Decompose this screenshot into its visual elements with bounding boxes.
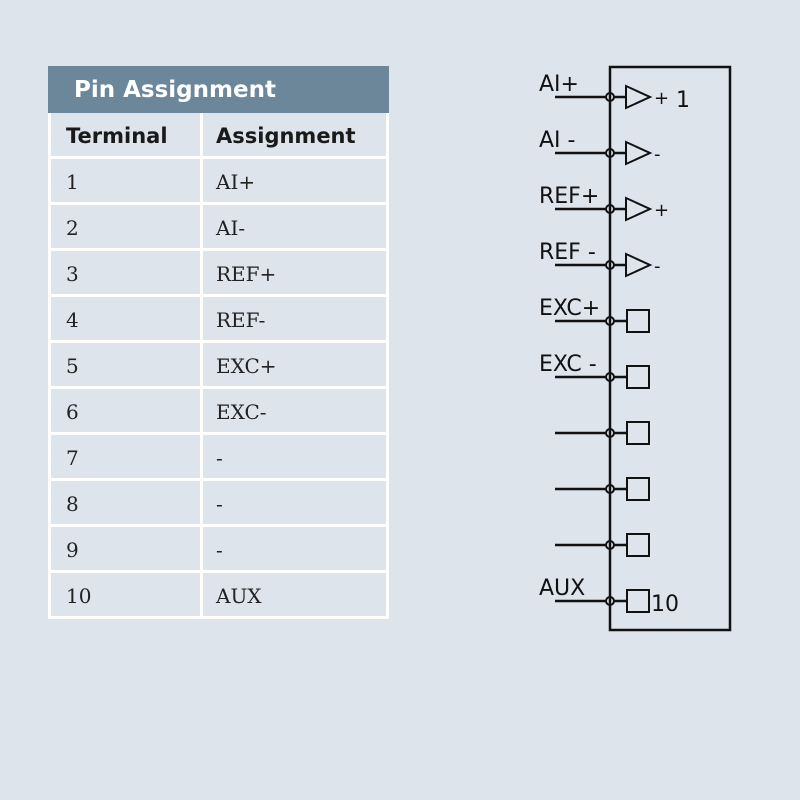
- assignment-cell: EXC-: [216, 400, 267, 424]
- pin-number: 10: [651, 592, 679, 617]
- output-square-icon: [626, 589, 650, 613]
- pin-label: AI -: [539, 128, 575, 153]
- output-square-icon: [626, 533, 650, 557]
- terminal-cell: 9: [51, 527, 203, 570]
- header-assignment: Assignment: [216, 124, 356, 148]
- output-square-icon: [626, 477, 650, 501]
- pin-label: EXC+: [539, 296, 600, 321]
- table-row: 8-: [51, 481, 386, 527]
- pin-label: AUX: [539, 576, 585, 601]
- table-row: 7-: [51, 435, 386, 481]
- pin-sign: -: [654, 256, 661, 277]
- table-row: 10 AUX: [51, 573, 386, 619]
- pin-label: REF -: [539, 240, 596, 265]
- assignment-cell: AI-: [216, 216, 246, 240]
- terminal-cell: 2: [51, 205, 203, 248]
- pin-label: AI+: [539, 72, 579, 97]
- pin-label: REF+: [539, 184, 599, 209]
- header-terminal: Terminal: [51, 113, 203, 156]
- pin-sign: -: [654, 144, 661, 165]
- table-row: 1 AI+: [51, 159, 386, 205]
- terminal-cell: 5: [51, 343, 203, 386]
- assignment-cell: -: [216, 538, 223, 562]
- table-row: 5 EXC+: [51, 343, 386, 389]
- assignment-cell: REF+: [216, 262, 277, 286]
- terminal-cell: 7: [51, 435, 203, 478]
- table-header-row: Terminal Assignment: [51, 113, 386, 159]
- table-row: 2 AI-: [51, 205, 386, 251]
- table-row: 4 REF-: [51, 297, 386, 343]
- pin-sign: +: [654, 88, 669, 109]
- terminal-cell: 10: [51, 573, 203, 616]
- table-row: 3 REF+: [51, 251, 386, 297]
- module-box: [608, 65, 732, 632]
- table-row: 9-: [51, 527, 386, 573]
- terminal-cell: 8: [51, 481, 203, 524]
- pin-label: EXC -: [539, 352, 597, 377]
- assignment-cell: AUX: [216, 584, 262, 608]
- output-square-icon: [626, 365, 650, 389]
- assignment-cell: -: [216, 492, 223, 516]
- pin-assignment-table: Pin Assignment Terminal Assignment 1 AI+ 2…: [48, 66, 389, 619]
- assignment-cell: EXC+: [216, 354, 277, 378]
- input-triangle-icon: [625, 252, 653, 278]
- assignment-cell: -: [216, 446, 223, 470]
- terminal-cell: 4: [51, 297, 203, 340]
- terminal-cell: 6: [51, 389, 203, 432]
- assignment-cell: REF-: [216, 308, 266, 332]
- pin-number: 1: [676, 88, 690, 113]
- terminal-cell: 3: [51, 251, 203, 294]
- pin-sign: +: [654, 200, 669, 221]
- terminal-cell: 1: [51, 159, 203, 202]
- output-square-icon: [626, 421, 650, 445]
- input-triangle-icon: [625, 196, 653, 222]
- table-row: 6 EXC-: [51, 389, 386, 435]
- input-triangle-icon: [625, 140, 653, 166]
- table-title: Pin Assignment: [48, 66, 389, 113]
- input-triangle-icon: [625, 84, 653, 110]
- output-square-icon: [626, 309, 650, 333]
- assignment-cell: AI+: [216, 170, 256, 194]
